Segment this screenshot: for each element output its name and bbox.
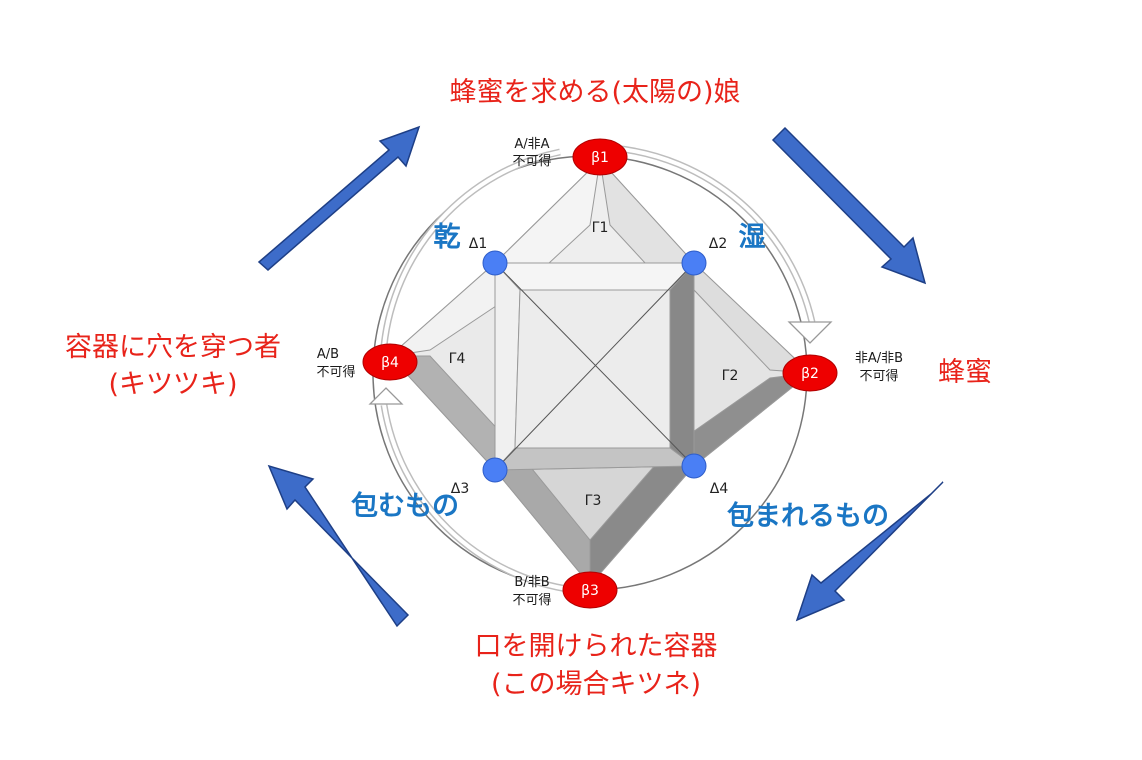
delta-node-2 — [681, 250, 707, 276]
delta-labels: Δ1 Δ2 Δ3 Δ4 — [451, 236, 729, 497]
beta-2-annotation-line1: 非A/非B — [855, 351, 903, 366]
hollow-circular-arrows — [368, 144, 833, 594]
role-left-line2: (キツツキ) — [108, 369, 237, 400]
beta-3-annotation-line1: B/非B — [514, 575, 549, 590]
beta-node-4-label: β4 — [381, 355, 399, 371]
beta-node-3-label: β3 — [581, 583, 599, 599]
hollow-arrowhead-right — [787, 321, 833, 344]
beta-node-4 — [362, 343, 418, 381]
cycle-arrows — [257, 125, 944, 628]
quality-dry: 乾 — [434, 222, 461, 253]
gamma-label-2: Γ2 — [722, 368, 739, 384]
delta-label-4: Δ4 — [710, 481, 729, 497]
delta-node-1 — [482, 250, 508, 276]
beta-1-annotation-line2: 不可得 — [512, 153, 551, 169]
role-top: 蜂蜜を求める(太陽の)娘 — [449, 77, 740, 108]
hollow-arc-left-top-inner — [382, 150, 561, 347]
beta-nodes: β1 β2 β3 β4 — [362, 138, 838, 609]
hollow-arc-lower-inner — [382, 404, 575, 592]
beta-4-annotation-line2: 不可得 — [316, 364, 355, 380]
delta-node-4 — [681, 453, 707, 479]
delta-label-1: Δ1 — [469, 236, 487, 252]
bevel-top — [493, 262, 696, 291]
role-labels: 蜂蜜を求める(太陽の)娘 蜂蜜 容器に穴を穿つ者 (キツツキ) 口を開けられた容… — [65, 77, 992, 700]
hollow-arc-upper-inner — [611, 146, 814, 323]
beta-2-annotation-line2: 不可得 — [859, 368, 898, 384]
delta-nodes — [482, 250, 707, 483]
arrow-bottom-right — [795, 481, 944, 622]
quality-containing: 包むもの — [351, 490, 459, 522]
delta-label-3: Δ3 — [451, 481, 469, 497]
beta-annotations: A/非A 不可得 非A/非B 不可得 B/非B 不可得 A/B 不可得 — [316, 137, 903, 608]
gamma-label-4: Γ4 — [449, 351, 466, 367]
octahedron — [388, 158, 812, 587]
inner-diagonal-1 — [494, 262, 695, 467]
beta-3-annotation-line2: 不可得 — [512, 592, 551, 608]
beta-4-annotation-line1: A/B — [317, 347, 339, 362]
delta-label-2: Δ2 — [709, 236, 727, 252]
delta-node-3 — [482, 457, 508, 483]
role-bottom-line1: 口を開けられた容器 — [475, 631, 718, 662]
quality-labels: 乾 湿 包むもの 包まれるもの — [351, 222, 889, 532]
quality-contained: 包まれるもの — [727, 500, 889, 532]
gamma-label-3: Γ3 — [585, 493, 602, 509]
beta-node-3 — [562, 571, 618, 609]
role-right: 蜂蜜 — [938, 357, 992, 388]
beta-node-1-label: β1 — [591, 150, 609, 166]
inner-diagonal-2 — [494, 262, 695, 471]
role-bottom-line2: (この場合キツネ) — [491, 669, 701, 700]
beta-node-1 — [572, 138, 628, 176]
beta-node-2 — [782, 354, 838, 392]
bevel-bottom — [493, 447, 696, 471]
arrow-top-left — [257, 125, 421, 271]
hollow-arrowhead-left — [368, 387, 404, 405]
beta-1-annotation-line1: A/非A — [514, 137, 549, 152]
arrow-bottom-left — [267, 464, 410, 628]
gamma-labels: Γ1 Γ2 Γ3 Γ4 — [449, 220, 739, 509]
role-left-line1: 容器に穴を穿つ者 — [65, 332, 281, 363]
arrow-top-right — [771, 126, 927, 285]
quality-wet: 湿 — [739, 222, 766, 253]
gamma-label-1: Γ1 — [592, 220, 609, 236]
beta-node-2-label: β2 — [801, 366, 819, 382]
bevel-right — [669, 261, 695, 467]
